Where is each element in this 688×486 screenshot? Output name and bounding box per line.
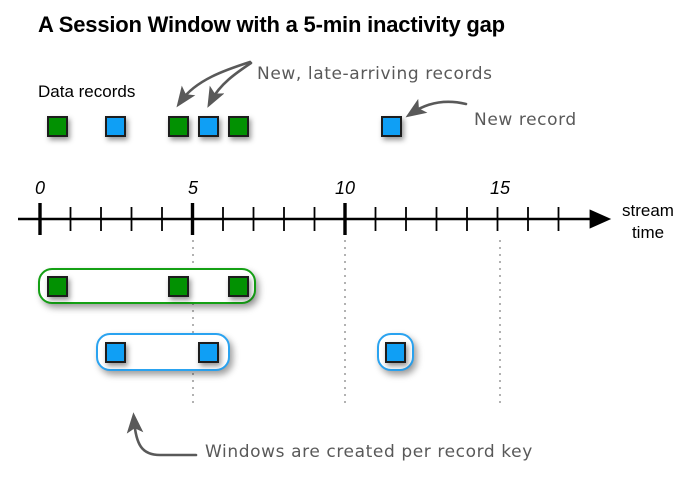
- data-record-blue: [198, 116, 219, 137]
- data-records-label: Data records: [38, 82, 136, 101]
- axis-tick-label-15: 15: [489, 178, 511, 198]
- axis-tick-label-5: 5: [187, 178, 199, 198]
- data-record-green: [47, 116, 68, 137]
- late-arriving-arrows: [176, 60, 253, 108]
- annotation-windows-per-key: Windows are created per record key: [205, 442, 533, 462]
- axis-ticks: [38, 203, 560, 235]
- late-arrow-left-icon: [176, 60, 252, 108]
- window-record-blue: [105, 341, 126, 363]
- new-record-arrow-icon: [405, 98, 468, 118]
- data-record-green: [228, 116, 249, 137]
- windows-note-arrow: [126, 412, 198, 457]
- window-record-green: [168, 275, 189, 297]
- data-record-blue: [381, 116, 402, 137]
- axis-tick-label-0: 0: [34, 178, 46, 198]
- stream-time-line-1: stream: [622, 201, 674, 220]
- axis-tick-label-10: 10: [334, 178, 356, 198]
- windows-note-arrow-icon: [126, 412, 198, 457]
- window-record-blue: [198, 341, 219, 363]
- session-window-green-1: [38, 268, 256, 304]
- data-record-green: [168, 116, 189, 137]
- annotation-late-arriving: New, late-arriving records: [257, 64, 493, 84]
- window-record-green: [228, 275, 249, 297]
- data-record-blue: [105, 116, 126, 137]
- page-title: A Session Window with a 5-min inactivity…: [38, 12, 505, 37]
- time-guides: [192, 240, 501, 404]
- new-record-arrow: [405, 98, 468, 118]
- window-record-green: [47, 275, 68, 297]
- stream-time-label: stream time: [612, 200, 684, 244]
- window-record-blue: [385, 341, 406, 363]
- late-arrow-right-icon: [207, 61, 253, 108]
- stream-time-line-2: time: [631, 223, 665, 242]
- annotation-new-record: New record: [474, 110, 577, 130]
